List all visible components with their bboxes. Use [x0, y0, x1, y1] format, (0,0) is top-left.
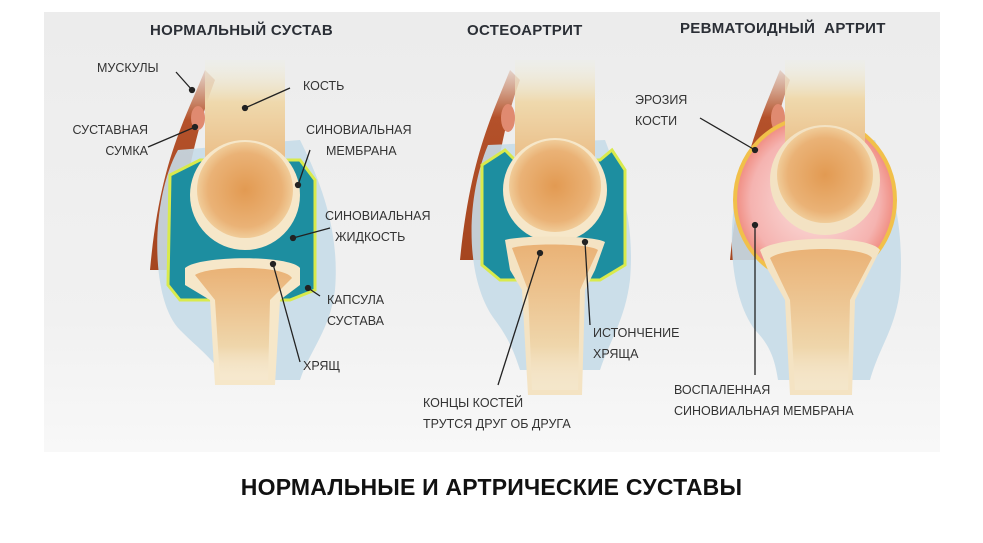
label-bone-erosion: ЭРОЗИЯ КОСТИ: [635, 93, 688, 128]
normal-joint-title: НОРМАЛЬНЫЙ СУСТАВ: [150, 22, 333, 39]
leader-lines: [147, 71, 759, 386]
label-cartilage: ХРЯЩ: [303, 359, 341, 373]
label-synovial-membrane: СИНОВИАЛЬНАЯ МЕМБРАНА: [306, 123, 412, 158]
rheumatoid-joint-illustration: [730, 60, 901, 395]
label-synovial-fluid: СИНОВИАЛЬНАЯ ЖИДКОСТЬ: [325, 209, 431, 244]
osteoarthritis-title: ОСТЕОАРТРИТ: [467, 22, 583, 39]
normal-joint-illustration: [150, 60, 336, 385]
label-cartilage-thinning: ИСТОНЧЕНИЕ ХРЯЩА: [593, 326, 680, 361]
label-bone-ends-rub: КОНЦЫ КОСТЕЙ ТРУТСЯ ДРУГ ОБ ДРУГА: [423, 396, 571, 431]
label-bursa: СУСТАВНАЯ СУМКА: [72, 123, 148, 158]
label-inflamed-synovial-membrane: ВОСПАЛЕННАЯ СИНОВИАЛЬНАЯ МЕМБРАНА: [674, 383, 854, 418]
label-joint-capsule: КАПСУЛА СУСТАВА: [327, 293, 385, 328]
label-muscles: МУСКУЛЫ: [97, 61, 159, 75]
osteoarthritis-joint-illustration: [460, 60, 631, 395]
label-bone: КОСТЬ: [303, 79, 345, 93]
rheumatoid-arthritis-title: РЕВМАТОИДНЫЙ АРТРИТ: [680, 20, 886, 37]
main-title: НОРМАЛЬНЫЕ И АРТРИЧЕСКИЕ СУСТАВЫ: [240, 474, 743, 500]
